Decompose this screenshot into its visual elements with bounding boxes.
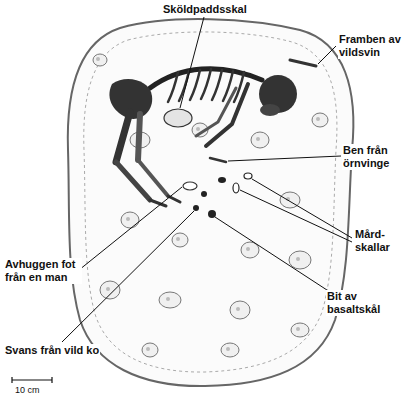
marten-skull	[233, 183, 239, 193]
marten-skull	[244, 173, 252, 179]
leader-line	[228, 156, 341, 161]
aurochs-tail	[193, 205, 199, 211]
leader-line	[79, 187, 182, 270]
stone-texture	[236, 307, 240, 311]
scale-bar	[12, 377, 52, 383]
stone-texture	[106, 287, 110, 291]
leader-line	[252, 179, 352, 238]
scale-label: 10 cm	[14, 385, 41, 396]
marten-skull	[218, 177, 226, 183]
femur	[116, 112, 130, 162]
basalt-bowl-piece	[208, 210, 216, 218]
leader-line	[180, 17, 204, 108]
rib	[201, 69, 211, 99]
stone	[230, 301, 250, 319]
stone	[159, 292, 181, 308]
rib	[190, 70, 200, 100]
label: Mård- skallar	[354, 228, 404, 254]
grave-inner-edge	[84, 32, 337, 372]
stone-texture	[296, 257, 300, 261]
rib	[168, 72, 178, 102]
stone	[221, 343, 239, 357]
stone	[312, 113, 328, 127]
human-foot	[183, 182, 197, 190]
rib	[179, 71, 189, 101]
stone-texture	[246, 247, 250, 251]
skull-jaw	[260, 104, 280, 116]
label: Ben från örnvinge	[342, 144, 406, 170]
grave-outline	[68, 19, 354, 386]
femur	[138, 114, 140, 160]
leader-line	[215, 217, 330, 292]
leader-line	[318, 46, 336, 64]
tortoise-shell	[164, 109, 192, 127]
label: Bit av basaltskål	[326, 290, 406, 316]
stone	[100, 281, 120, 299]
leader-line	[240, 190, 352, 242]
stone-texture	[296, 327, 300, 331]
stone	[251, 132, 269, 148]
stone	[291, 323, 309, 337]
rib	[212, 70, 222, 100]
stone-texture	[316, 117, 320, 121]
stone	[93, 54, 107, 66]
stone	[289, 251, 311, 269]
stone-texture	[146, 347, 150, 351]
stone-texture	[126, 217, 130, 221]
label: Sköldpaddsskal	[162, 3, 248, 16]
stone	[121, 212, 139, 228]
arm-bone	[196, 88, 236, 136]
stone	[142, 343, 158, 357]
stone-texture	[256, 137, 260, 141]
label: Avhuggen fot från en man	[4, 258, 82, 284]
stone-texture	[226, 347, 230, 351]
eagle-wing-bone	[210, 158, 226, 162]
boar-foreleg	[290, 60, 316, 66]
tibia	[138, 160, 168, 196]
basalt-bowl-piece	[201, 191, 207, 197]
label: Svans från vild ko	[4, 344, 100, 357]
stone-texture	[176, 237, 180, 241]
stone-texture	[166, 297, 170, 301]
stone	[172, 233, 188, 247]
label: Framben av vildsvin	[338, 33, 406, 59]
stone-texture	[196, 127, 200, 131]
stone-texture	[96, 57, 100, 61]
arm-bone	[206, 84, 248, 146]
